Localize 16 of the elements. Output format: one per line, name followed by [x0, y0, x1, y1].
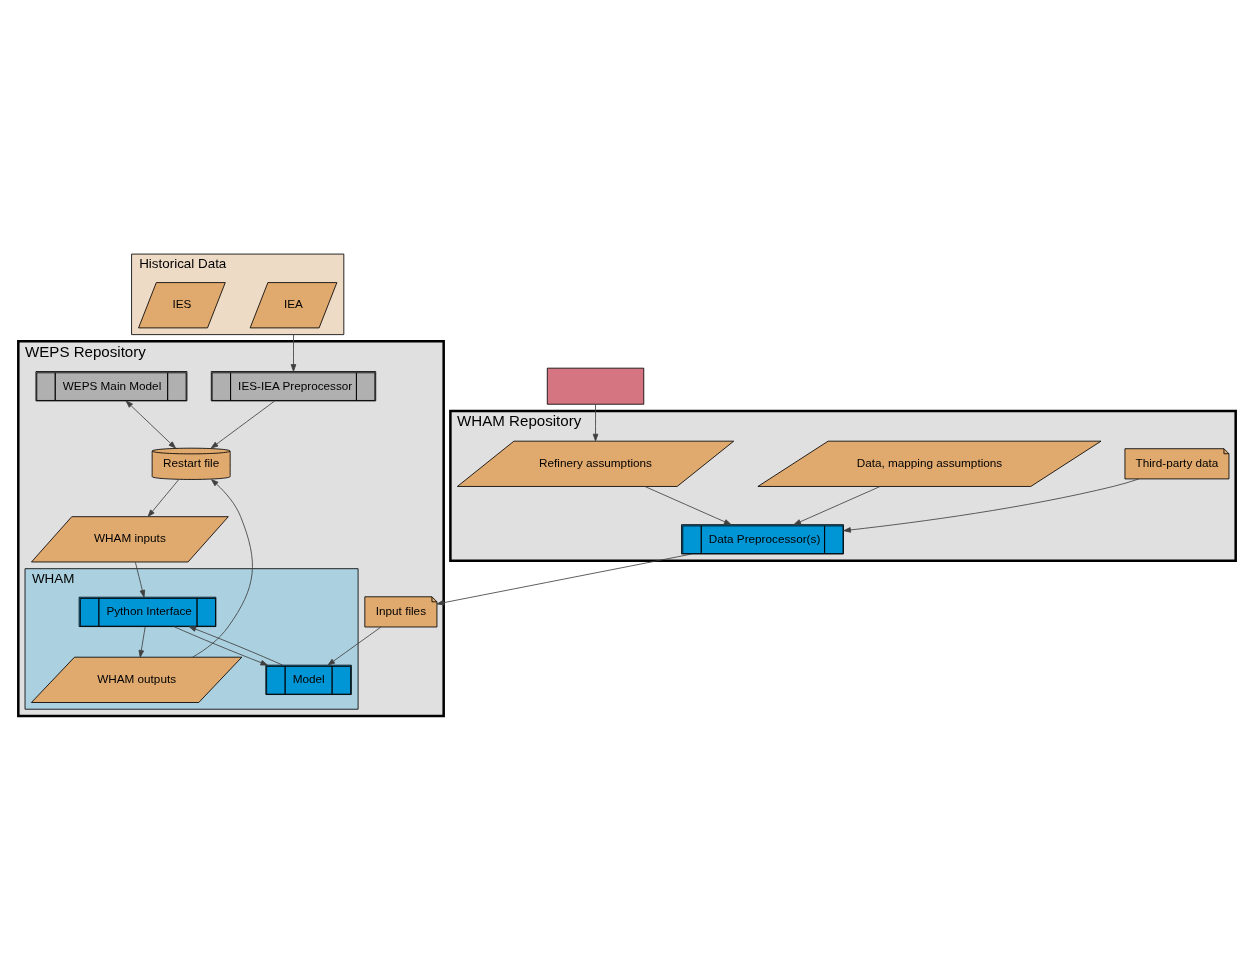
- arrow: [147, 479, 180, 517]
- arrow: [125, 400, 176, 449]
- arrow: [592, 403, 599, 442]
- arrow: [173, 626, 268, 666]
- arrow: [327, 626, 382, 666]
- arrow: [290, 334, 297, 372]
- arrow: [843, 478, 1140, 533]
- arrow: [436, 553, 693, 606]
- arrow: [644, 486, 732, 525]
- arrow: [793, 486, 881, 525]
- arrow: [192, 479, 253, 658]
- arrow: [188, 626, 284, 666]
- node-box: [546, 367, 645, 405]
- arrow: [138, 626, 146, 658]
- arrow: [210, 400, 276, 449]
- arrow: [134, 561, 146, 598]
